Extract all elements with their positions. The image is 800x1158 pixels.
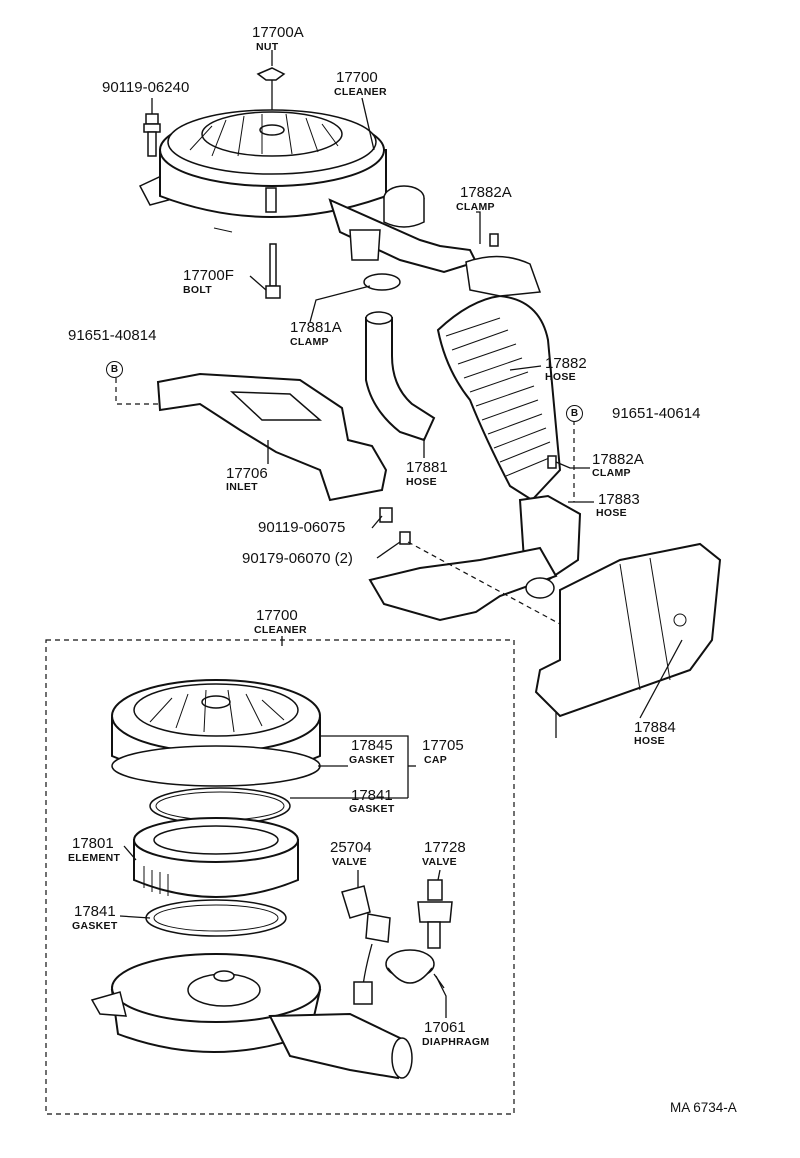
part-name-gasket-17845: GASKET <box>349 754 395 766</box>
part-number-90119-06075: 90119-06075 <box>258 519 346 536</box>
ref-mark-b-right: B <box>566 405 583 422</box>
part-name-cleaner-box: CLEANER <box>254 624 307 636</box>
part-number-17882: 17882 <box>545 355 587 372</box>
part-number-17700f: 17700F <box>183 267 234 284</box>
exploded-view-frame <box>45 639 515 1115</box>
part-name-hose-17883: HOSE <box>596 507 627 519</box>
part-number-17700a: 17700A <box>252 24 304 41</box>
part-number-90179-06070: 90179-06070 (2) <box>242 550 353 567</box>
part-number-17700-top: 17700 <box>336 69 378 86</box>
hose-elbow <box>365 317 436 442</box>
check-valve <box>417 879 453 949</box>
wing-nut <box>256 67 286 110</box>
part-name-bolt: BOLT <box>183 284 212 296</box>
part-number-17883: 17883 <box>598 491 640 508</box>
part-number-17728: 17728 <box>424 839 466 856</box>
diaphragm-unit <box>385 949 445 989</box>
part-name-inlet: INLET <box>226 481 258 493</box>
inlet-duct <box>156 372 388 502</box>
bolt-small <box>379 507 393 523</box>
part-number-90119-06240: 90119-06240 <box>102 79 190 96</box>
part-number-17061: 17061 <box>424 1019 466 1036</box>
ring-clamp <box>363 273 401 291</box>
part-name-valve-17728: VALVE <box>422 856 457 868</box>
part-name-element: ELEMENT <box>68 852 121 864</box>
heat-shroud <box>534 542 722 738</box>
part-number-17881: 17881 <box>406 459 448 476</box>
part-name-hose-17884: HOSE <box>634 735 665 747</box>
part-number-17801: 17801 <box>72 835 114 852</box>
part-name-diaphragm: DIAPHRAGM <box>422 1036 490 1048</box>
long-bolt <box>265 243 281 299</box>
part-name-gasket-17841-lower: GASKET <box>72 920 118 932</box>
part-number-91651-40614: 91651-40614 <box>612 405 701 422</box>
corrugated-hose <box>436 255 562 502</box>
part-number-17705: 17705 <box>422 737 464 754</box>
vacuum-valve <box>341 885 391 1005</box>
part-number-25704: 25704 <box>330 839 372 856</box>
part-number-91651-40814: 91651-40814 <box>68 327 157 344</box>
part-name-cleaner-top: CLEANER <box>334 86 387 98</box>
part-number-17700-box: 17700 <box>256 607 298 624</box>
part-number-17884: 17884 <box>634 719 676 736</box>
part-name-hose-17881: HOSE <box>406 476 437 488</box>
part-number-17841-upper: 17841 <box>351 787 393 804</box>
exploded-air-cleaner <box>90 679 413 1080</box>
part-name-hose-17882: HOSE <box>545 371 576 383</box>
part-name-clamp-lower: CLAMP <box>592 467 631 479</box>
screw-small <box>399 531 411 545</box>
air-cleaner-upper <box>138 109 478 274</box>
part-number-17841-lower: 17841 <box>74 903 116 920</box>
diagram-reference-code: MA 6734-A <box>670 1100 737 1115</box>
part-name-nut: NUT <box>256 41 279 53</box>
part-name-cap: CAP <box>424 754 448 766</box>
part-name-clamp-top: CLAMP <box>456 201 495 213</box>
bolt-top <box>143 113 161 157</box>
leader-lines <box>115 50 683 1018</box>
part-name-valve-25704: VALVE <box>332 856 367 868</box>
part-number-17882a-top: 17882A <box>460 184 512 201</box>
part-number-17706: 17706 <box>226 465 268 482</box>
part-name-clamp-17881a: CLAMP <box>290 336 329 348</box>
part-name-gasket-17841-upper: GASKET <box>349 803 395 815</box>
part-number-17845: 17845 <box>351 737 393 754</box>
part-number-17882a-lower: 17882A <box>592 451 644 468</box>
part-number-17881a: 17881A <box>290 319 342 336</box>
ref-mark-b-left: B <box>106 361 123 378</box>
